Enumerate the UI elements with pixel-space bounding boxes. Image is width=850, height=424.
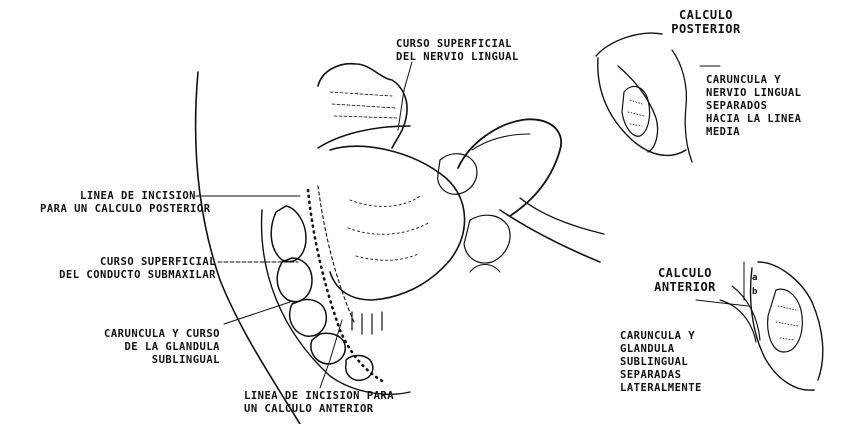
mouth-outline-arc — [196, 72, 300, 424]
inset-mark-a: a — [752, 272, 758, 285]
teeth-row — [271, 206, 373, 380]
label-posterior-desc: CARUNCULA Y NERVIO LINGUAL SEPARADOS HAC… — [706, 74, 802, 139]
inset-mark-b: b — [752, 286, 758, 299]
duct-course — [308, 190, 384, 382]
label-linea-anterior: LINEA DE INCISION PARA UN CALCULO ANTERI… — [244, 390, 394, 416]
label-curso-nervio: CURSO SUPERFICIAL DEL NERVIO LINGUAL — [396, 38, 519, 64]
label-curso-conducto: CURSO SUPERFICIAL DEL CONDUCTO SUBMAXILA… — [46, 256, 216, 282]
label-anterior-desc: CARUNCULA Y GLANDULA SUBLINGUAL SEPARADA… — [620, 330, 702, 395]
label-linea-posterior: LINEA DE INCISION PARA UN CALCULO POSTER… — [40, 190, 196, 216]
finger — [458, 119, 561, 216]
tongue — [330, 146, 465, 300]
gland-tissue — [438, 154, 477, 195]
label-calculo-anterior: CALCULO ANTERIOR — [640, 266, 730, 294]
inset-posterior — [596, 33, 720, 162]
label-calculo-posterior: CALCULO POSTERIOR — [656, 8, 756, 36]
label-caruncula-glandula: CARUNCULA Y CURSO DE LA GLANDULA SUBLING… — [70, 328, 220, 367]
